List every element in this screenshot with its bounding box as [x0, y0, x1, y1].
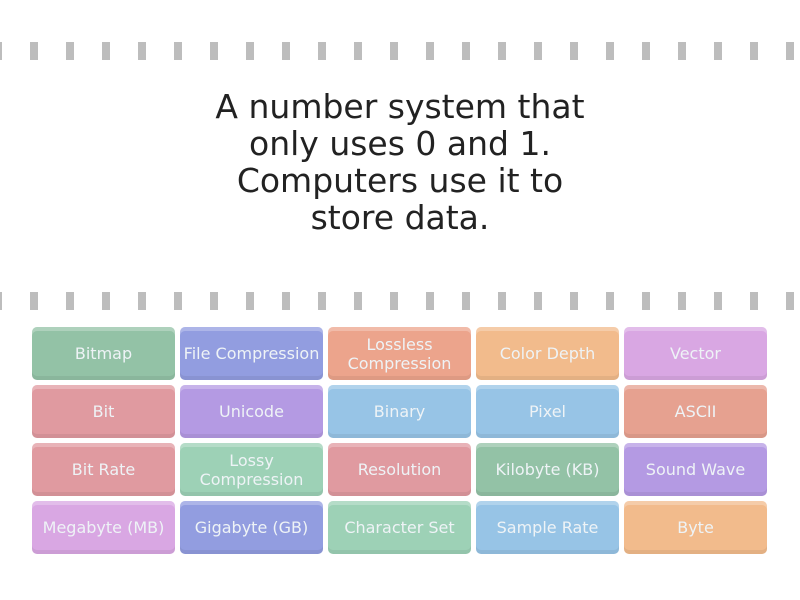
answer-tile[interactable]: Byte — [624, 501, 767, 554]
answer-tile-label: File Compression — [183, 344, 320, 363]
dash-mark — [210, 42, 218, 60]
answer-tile[interactable]: Gigabyte (GB) — [180, 501, 323, 554]
dash-mark — [498, 292, 506, 310]
dash-mark — [786, 42, 794, 60]
dash-mark — [210, 292, 218, 310]
answer-tile-label: Unicode — [219, 402, 284, 421]
answer-tile-label: Sound Wave — [645, 460, 746, 479]
dash-mark — [30, 42, 38, 60]
answer-grid: Bitmap File Compression Lossless Compressi… — [32, 327, 767, 554]
dash-mark — [102, 292, 110, 310]
dash-mark — [426, 42, 434, 60]
answer-tile[interactable]: Resolution — [328, 443, 471, 496]
answer-tile-label: Pixel — [528, 402, 566, 421]
answer-tile[interactable]: Unicode — [180, 385, 323, 438]
dash-mark — [534, 42, 542, 60]
answer-tile-label: Gigabyte (GB) — [194, 518, 309, 537]
answer-tile[interactable]: Color Depth — [476, 327, 619, 380]
dash-mark — [786, 292, 794, 310]
answer-tile-label: Resolution — [357, 460, 442, 479]
dash-mark — [0, 292, 2, 310]
dash-mark — [750, 292, 758, 310]
dash-mark — [66, 42, 74, 60]
answer-tile[interactable]: Bit — [32, 385, 175, 438]
dash-mark — [66, 292, 74, 310]
answer-tile[interactable]: Character Set — [328, 501, 471, 554]
answer-tile[interactable]: Lossless Compression — [328, 327, 471, 380]
answer-tile[interactable]: Pixel — [476, 385, 619, 438]
dash-mark — [498, 42, 506, 60]
dash-mark — [318, 42, 326, 60]
dash-mark — [138, 42, 146, 60]
dash-mark — [246, 42, 254, 60]
dash-mark — [678, 292, 686, 310]
dash-mark — [174, 292, 182, 310]
dash-mark — [318, 292, 326, 310]
divider-top — [0, 42, 800, 60]
answer-tile-label: Character Set — [344, 518, 455, 537]
dash-mark — [30, 292, 38, 310]
dash-mark — [390, 42, 398, 60]
dash-mark — [138, 292, 146, 310]
dash-mark — [714, 292, 722, 310]
answer-tile-label: Kilobyte (KB) — [495, 460, 600, 479]
dash-mark — [606, 42, 614, 60]
dash-mark — [282, 292, 290, 310]
dash-mark — [246, 292, 254, 310]
answer-tile-label: Bit — [92, 402, 115, 421]
dash-mark — [390, 292, 398, 310]
dash-mark — [426, 292, 434, 310]
answer-tile[interactable]: Lossy Compression — [180, 443, 323, 496]
answer-tile-label: Vector — [670, 344, 721, 363]
dash-mark — [462, 292, 470, 310]
dash-mark — [678, 42, 686, 60]
answer-tile[interactable]: ASCII — [624, 385, 767, 438]
answer-tile[interactable]: Vector — [624, 327, 767, 380]
dash-mark — [606, 292, 614, 310]
answer-tile[interactable]: Bitmap — [32, 327, 175, 380]
dash-mark — [570, 292, 578, 310]
dash-mark — [462, 42, 470, 60]
dash-mark — [534, 292, 542, 310]
answer-tile-label: Bitmap — [74, 344, 133, 363]
answer-tile-label: Lossless Compression — [347, 334, 452, 373]
answer-tile[interactable]: Bit Rate — [32, 443, 175, 496]
dash-mark — [642, 42, 650, 60]
answer-tile-label: Lossy Compression — [199, 450, 304, 489]
answer-tile[interactable]: Binary — [328, 385, 471, 438]
answer-tile-label: Byte — [677, 518, 714, 537]
answer-tile[interactable]: Sound Wave — [624, 443, 767, 496]
dash-mark — [642, 292, 650, 310]
answer-tile-label: ASCII — [674, 402, 717, 421]
answer-tile[interactable]: Megabyte (MB) — [32, 501, 175, 554]
dash-mark — [174, 42, 182, 60]
dash-mark — [750, 42, 758, 60]
answer-tile-label: Megabyte (MB) — [42, 518, 165, 537]
dash-mark — [282, 42, 290, 60]
answer-tile[interactable]: File Compression — [180, 327, 323, 380]
answer-tile-label: Binary — [373, 402, 426, 421]
answer-tile[interactable]: Kilobyte (KB) — [476, 443, 619, 496]
answer-tile-label: Color Depth — [499, 344, 596, 363]
dash-mark — [102, 42, 110, 60]
dash-mark — [354, 292, 362, 310]
dash-mark — [354, 42, 362, 60]
answer-tile[interactable]: Sample Rate — [476, 501, 619, 554]
divider-bottom — [0, 292, 800, 310]
dash-mark — [570, 42, 578, 60]
answer-tile-label: Bit Rate — [71, 460, 136, 479]
question-text: A number system that only uses 0 and 1. … — [215, 87, 585, 237]
answer-tile-label: Sample Rate — [496, 518, 599, 537]
dash-mark — [714, 42, 722, 60]
dash-mark — [0, 42, 2, 60]
